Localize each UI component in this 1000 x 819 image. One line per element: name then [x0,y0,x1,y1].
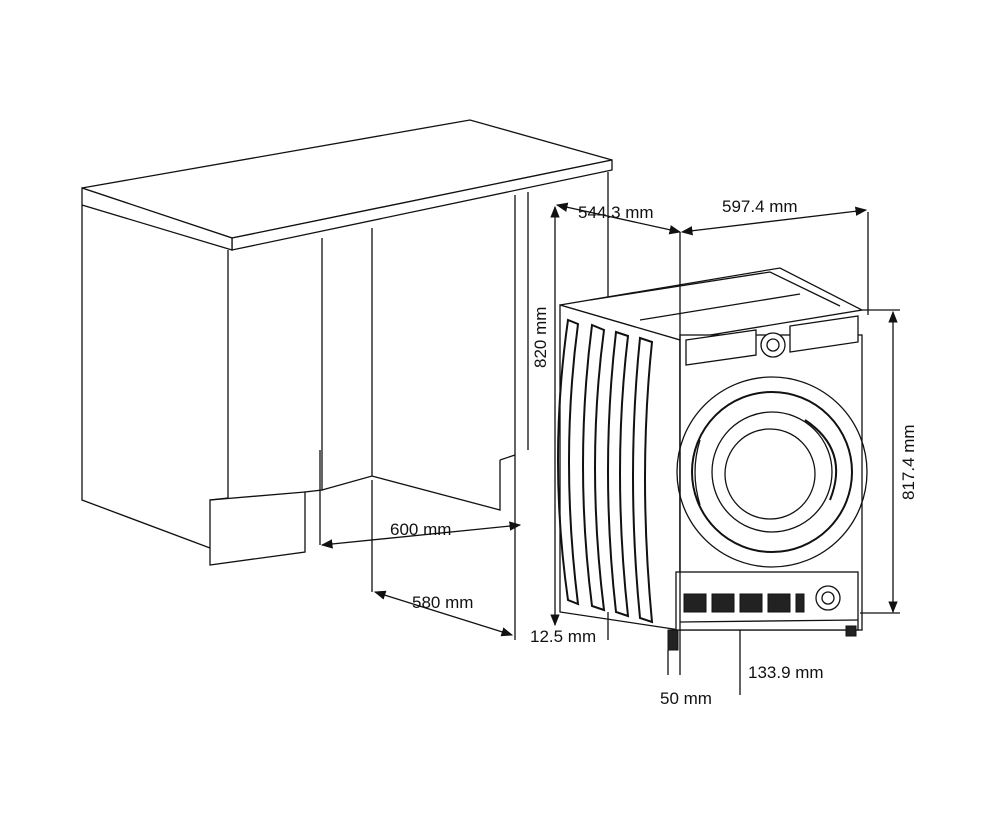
label-niche-width: 600 mm [390,520,451,539]
washing-machine [557,267,868,651]
program-dial [760,332,786,358]
label-foot-offset: 12.5 mm [530,627,596,646]
label-width-top: 597.4 mm [722,197,798,216]
kitchen-cabinet [81,119,613,640]
door [676,376,868,568]
filter-cap [815,585,841,611]
plinth-slots [683,593,805,613]
label-plinth-height: 133.9 mm [748,663,824,682]
label-plinth-depth: 50 mm [660,689,712,708]
label-niche-depth: 580 mm [412,593,473,612]
label-depth-top: 544.3 mm [578,203,654,222]
label-appliance-height: 817.4 mm [899,424,918,500]
label-niche-height: 820 mm [531,307,550,368]
dimension-lines [319,202,900,695]
